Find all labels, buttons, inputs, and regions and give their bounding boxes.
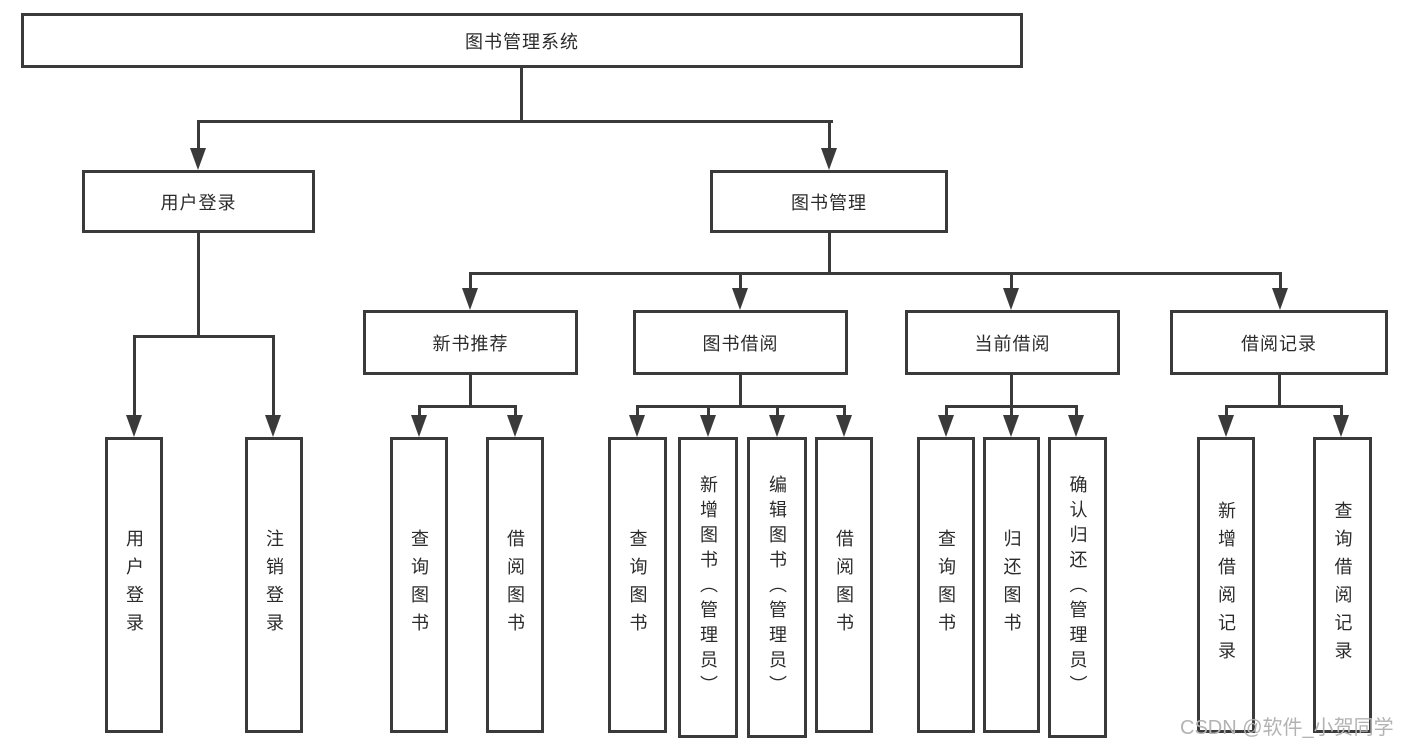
leaf-newbook-query-label: 查询图书 <box>409 529 429 641</box>
connector-new-book-hline <box>418 405 517 408</box>
connector-root-left-shaft <box>197 120 200 152</box>
node-borrow-records: 借阅记录 <box>1170 310 1388 375</box>
leaf-borrow-add-admin: 新增图书（管理员） <box>678 437 738 738</box>
node-book-borrow-label: 图书借阅 <box>702 333 779 354</box>
node-new-book-recommend: 新书推荐 <box>363 310 578 375</box>
connector-current-shaft-2 <box>1010 405 1013 419</box>
connector-borrow-shaft-4 <box>843 405 846 419</box>
arrow-down-icon-nb-query <box>411 415 427 437</box>
leaf-borrow-add-admin-label: 新增图书（管理员） <box>698 475 718 700</box>
connector-new-book-shaft-1 <box>418 405 421 419</box>
arrow-down-icon-bb-borrow <box>836 415 852 437</box>
leaf-current-confirm-admin-label: 确认归还（管理员） <box>1067 475 1088 700</box>
leaf-newbook-borrow-label: 借阅图书 <box>505 529 525 641</box>
arrow-down-icon-bb-query <box>629 415 645 437</box>
arrow-down-icon-leaf-logout <box>265 415 281 437</box>
node-user-login: 用户登录 <box>82 170 315 233</box>
leaf-user-login: 用户登录 <box>105 437 163 733</box>
leaf-borrow-query: 查询图书 <box>608 437 667 733</box>
arrow-down-icon-book-borrow <box>732 288 748 310</box>
leaf-user-login-label: 用户登录 <box>124 529 144 641</box>
connector-new-book-shaft-2 <box>514 405 517 419</box>
leaf-current-return-label: 归还图书 <box>1001 529 1022 641</box>
arrow-down-icon-cb-query <box>938 415 954 437</box>
connector-user-login-shaft-2 <box>272 335 275 417</box>
connector-book-mgmt-vline <box>828 231 831 274</box>
connector-book-mgmt-shaft-3 <box>1010 272 1013 292</box>
csdn-watermark: CSDN @软件_小贺同学 <box>1180 717 1394 739</box>
connector-borrow-shaft-1 <box>636 405 639 419</box>
leaf-records-add: 新增借阅记录 <box>1197 437 1255 733</box>
node-book-management: 图书管理 <box>710 170 948 233</box>
leaf-newbook-query: 查询图书 <box>390 437 448 733</box>
arrow-down-icon-bb-edit <box>769 415 785 437</box>
node-book-borrow: 图书借阅 <box>633 310 848 375</box>
node-current-borrow: 当前借阅 <box>905 310 1120 375</box>
arrow-down-icon-br-query <box>1333 415 1349 437</box>
connector-records-shaft-1 <box>1225 405 1228 419</box>
leaf-newbook-borrow: 借阅图书 <box>486 437 544 733</box>
connector-current-shaft-3 <box>1075 405 1078 419</box>
arrow-down-icon-nb-borrow <box>507 415 523 437</box>
node-book-management-label: 图书管理 <box>791 192 867 213</box>
leaf-borrow-borrow-label: 借阅图书 <box>834 529 854 641</box>
connector-new-book-vline <box>469 373 472 407</box>
arrow-down-icon-cb-confirm <box>1068 415 1084 437</box>
arrow-down-icon-leaf-login <box>126 415 142 437</box>
leaf-current-query: 查询图书 <box>917 437 975 733</box>
connector-records-hline <box>1225 405 1343 408</box>
leaf-current-confirm-admin: 确认归还（管理员） <box>1048 437 1107 738</box>
connector-user-login-vline <box>197 231 200 337</box>
connector-records-shaft-2 <box>1340 405 1343 419</box>
connector-borrow-vline <box>739 373 742 407</box>
node-root-system-label: 图书管理系统 <box>465 31 579 52</box>
connector-root-hline <box>197 120 833 123</box>
arrow-down-icon-new-book <box>462 288 478 310</box>
node-root-system: 图书管理系统 <box>21 13 1023 68</box>
leaf-borrow-query-label: 查询图书 <box>627 529 648 641</box>
connector-book-mgmt-shaft-4 <box>1279 272 1282 292</box>
leaf-borrow-edit-admin: 编辑图书（管理员） <box>747 437 807 738</box>
connector-book-mgmt-hline <box>469 272 1282 275</box>
leaf-records-add-label: 新增借阅记录 <box>1216 501 1236 669</box>
connector-records-vline <box>1278 373 1281 407</box>
leaf-current-query-label: 查询图书 <box>936 529 956 641</box>
node-borrow-records-label: 借阅记录 <box>1241 333 1317 354</box>
arrow-down-icon-user-login <box>190 148 206 170</box>
connector-borrow-hline <box>636 405 845 408</box>
arrow-down-icon-bb-add <box>700 415 716 437</box>
arrow-down-icon-br-add <box>1218 415 1234 437</box>
node-user-login-label: 用户登录 <box>160 192 237 213</box>
leaf-borrow-borrow: 借阅图书 <box>815 437 873 733</box>
arrow-down-icon-current-borrow <box>1003 288 1019 310</box>
connector-current-vline <box>1010 373 1013 407</box>
leaf-borrow-edit-admin-label: 编辑图书（管理员） <box>767 475 787 700</box>
leaf-records-query-label: 查询借阅记录 <box>1332 501 1353 669</box>
connector-book-mgmt-shaft-2 <box>739 272 742 292</box>
connector-book-mgmt-shaft-1 <box>469 272 472 292</box>
leaf-current-return: 归还图书 <box>983 437 1040 733</box>
leaf-records-query: 查询借阅记录 <box>1313 437 1372 733</box>
connector-borrow-shaft-2 <box>707 405 710 419</box>
connector-borrow-shaft-3 <box>776 405 779 419</box>
connector-root-right-shaft <box>828 120 831 152</box>
connector-user-login-shaft-1 <box>133 335 136 417</box>
arrow-down-icon-cb-return <box>1003 415 1019 437</box>
arrow-down-icon-book-management <box>821 148 837 170</box>
node-new-book-recommend-label: 新书推荐 <box>432 333 509 354</box>
arrow-down-icon-borrow-records <box>1272 288 1288 310</box>
leaf-logout: 注销登录 <box>245 437 303 733</box>
leaf-logout-label: 注销登录 <box>264 529 284 641</box>
connector-current-shaft-1 <box>945 405 948 419</box>
connector-user-login-hline <box>133 335 274 338</box>
node-current-borrow-label: 当前借阅 <box>974 333 1051 354</box>
connector-root-vline <box>520 66 523 122</box>
